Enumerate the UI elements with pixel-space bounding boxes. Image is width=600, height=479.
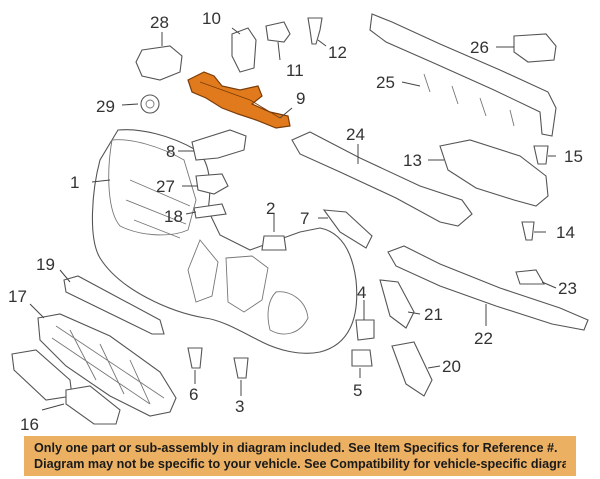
callout-12: 12 [328, 43, 347, 62]
bracket-part-7 [322, 209, 373, 249]
callout-22: 22 [474, 329, 493, 348]
bracket-part-20 [391, 341, 433, 397]
lower-spoiler [387, 245, 589, 331]
molding-part-19 [63, 275, 165, 335]
screw-part-12 [307, 17, 323, 45]
callout-19: 19 [36, 255, 55, 274]
disclaimer-banner: Only one part or sub-assembly in diagram… [24, 436, 576, 476]
callout-24: 24 [346, 125, 365, 144]
clip-part-3 [233, 357, 249, 379]
callout-23: 23 [558, 279, 577, 298]
clip-part-6 [187, 347, 203, 369]
callout-17: 17 [8, 287, 27, 306]
clip-part-5 [351, 349, 373, 367]
callout-9: 9 [296, 89, 305, 108]
retainer-part-29-inner [145, 99, 155, 109]
disclaimer-line-1: Only one part or sub-assembly in diagram… [34, 441, 558, 455]
clip-part-4 [355, 319, 375, 341]
side-support-part-13 [439, 139, 549, 207]
callout-14: 14 [556, 223, 575, 242]
callout-13: 13 [403, 151, 422, 170]
bracket-part-8 [191, 129, 247, 161]
bracket-part-27 [195, 173, 229, 195]
grommet-part-2 [261, 235, 287, 251]
impact-absorber [291, 131, 473, 227]
callout-7: 7 [300, 209, 309, 228]
callout-5: 5 [353, 381, 362, 400]
callout-6: 6 [189, 385, 198, 404]
callout-1: 1 [70, 173, 79, 192]
highlighted-bracket-part-9 [187, 71, 291, 129]
callout-18: 18 [164, 207, 183, 226]
callout-25: 25 [376, 73, 395, 92]
callout-20: 20 [442, 357, 461, 376]
callout-10: 10 [202, 9, 221, 28]
clip-part-15 [533, 145, 549, 165]
clip-part-11 [265, 21, 291, 43]
clip-part-14 [521, 221, 535, 241]
callout-11: 11 [286, 61, 304, 80]
callout-15: 15 [564, 147, 583, 166]
callouts: 1 2 3 4 5 6 7 8 9 10 11 12 13 14 15 16 1… [8, 9, 583, 434]
bracket-part-16-b [65, 385, 121, 425]
callout-4: 4 [357, 283, 366, 302]
callout-21: 21 [424, 305, 443, 324]
callout-3: 3 [235, 397, 244, 416]
sensor-part-28 [135, 45, 183, 81]
callout-29: 29 [96, 97, 115, 116]
bracket-part-21 [379, 279, 415, 329]
callout-16: 16 [20, 415, 39, 434]
disclaimer-line-2: Diagram may not be specific to your vehi… [34, 457, 566, 471]
callout-26: 26 [470, 38, 489, 57]
bracket-part-26 [513, 33, 557, 63]
callout-28: 28 [150, 13, 169, 32]
bracket-part-10 [231, 27, 257, 73]
bumper-cover [91, 129, 358, 354]
callout-27: 27 [156, 177, 175, 196]
callout-2: 2 [266, 199, 275, 218]
lower-grille [37, 313, 177, 417]
callout-8: 8 [166, 142, 175, 161]
leader-lines [29, 27, 557, 411]
bolt-part-18 [193, 203, 227, 219]
bracket-part-23 [515, 269, 545, 285]
reinforcement-bar [369, 13, 557, 137]
